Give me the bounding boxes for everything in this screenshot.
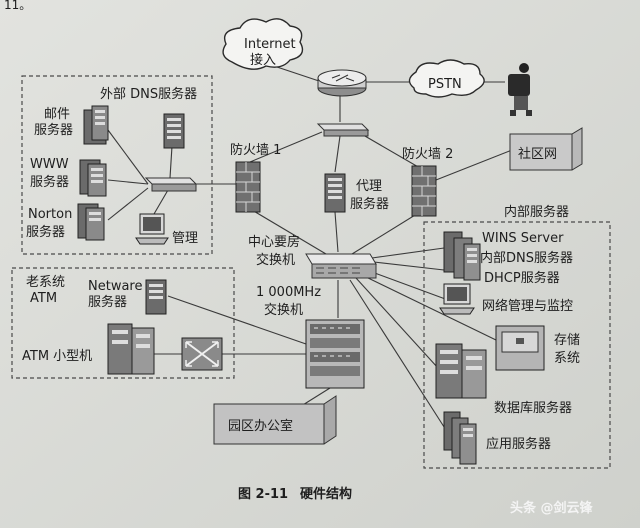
internal-servers-group <box>423 221 611 469</box>
external-dns-label: 外部 DNS服务器 <box>100 86 197 102</box>
storage-label-2: 系统 <box>554 351 580 366</box>
norton-server-label-2: 服务器 <box>26 224 65 240</box>
gig-switch-label-1: 1 000MHz <box>256 285 321 300</box>
campus-office-icon <box>213 395 337 445</box>
atm-minicomputer-icon <box>107 323 155 375</box>
community-network-icon <box>509 127 583 171</box>
dhcp-server-label: DHCP服务器 <box>484 270 560 286</box>
core-switch-icon <box>305 253 377 279</box>
internet-cloud-icon <box>222 18 304 70</box>
mail-server-label-2: 服务器 <box>34 122 73 138</box>
mail-server-label-1: 邮件 <box>44 107 70 122</box>
firewall-2-label: 防火墙 2 <box>402 146 453 162</box>
norton-server-label-1: Norton <box>28 207 72 222</box>
phone-user-icon <box>508 63 532 116</box>
internet-label: Internet <box>244 37 296 52</box>
figure-number: 图 2-11 <box>238 487 288 502</box>
legacy-system-label-1: 老系统 <box>26 275 65 290</box>
application-server-icon <box>443 411 477 465</box>
storage-system-icon <box>495 325 545 371</box>
figure-title: 硬件结构 <box>300 486 352 502</box>
gig-switch-icon <box>305 319 365 389</box>
legacy-system-group <box>11 267 235 379</box>
network-links <box>107 61 513 431</box>
wins-dns-dhcp-server-rack-icon <box>443 231 481 281</box>
application-server-label: 应用服务器 <box>486 436 551 452</box>
www-server-icon <box>79 159 107 197</box>
database-server-icon <box>435 343 487 399</box>
netware-server-icon <box>145 279 167 315</box>
gig-switch-label-2: 交换机 <box>264 302 303 318</box>
atm-switch-icon <box>181 337 223 371</box>
firewall-1-label: 防火墙 1 <box>230 142 281 158</box>
router-icon <box>317 69 367 97</box>
core-switch-label-1: 中心要房 <box>248 234 300 250</box>
internal-dns-label: 内部DNS服务器 <box>480 250 573 266</box>
management-pc-icon <box>135 213 169 245</box>
edge-switch-icon <box>316 123 370 137</box>
database-server-label: 数据库服务器 <box>494 400 572 416</box>
proxy-server-icon <box>324 173 346 213</box>
www-server-label-1: WWW <box>30 157 69 172</box>
top-fragment-text: 11。 <box>4 0 31 12</box>
proxy-label-1: 代理 <box>356 179 382 194</box>
internet-access-label: 接入 <box>250 52 276 68</box>
pstn-label: PSTN <box>428 77 462 92</box>
mail-server-icon <box>83 105 109 145</box>
network-monitor-pc-icon <box>439 283 475 315</box>
external-servers-group <box>21 75 213 255</box>
firewall-2-icon <box>411 165 437 217</box>
storage-label-1: 存储 <box>554 333 580 348</box>
internal-servers-label: 内部服务器 <box>504 204 569 220</box>
management-label: 管理 <box>172 231 198 246</box>
external-dns-server-icon <box>163 113 185 149</box>
community-network-label: 社区网 <box>518 146 557 162</box>
www-server-label-2: 服务器 <box>30 174 69 190</box>
watermark: 头条 @剑云锋 <box>510 500 594 516</box>
campus-office-label: 园区办公室 <box>228 418 293 434</box>
proxy-label-2: 服务器 <box>350 196 389 212</box>
wins-server-label: WINS Server <box>482 231 564 246</box>
pstn-cloud-icon <box>408 59 485 98</box>
core-switch-label-2: 交换机 <box>256 252 295 268</box>
norton-server-icon <box>77 203 105 241</box>
network-monitoring-label: 网络管理与监控 <box>482 298 573 314</box>
dmz-switch-icon <box>144 177 198 192</box>
firewall-1-icon <box>235 161 261 213</box>
netware-label-2: 服务器 <box>88 294 127 310</box>
atm-mini-label: ATM 小型机 <box>22 349 92 364</box>
legacy-system-label-2: ATM <box>30 291 57 306</box>
netware-label-1: Netware <box>88 279 142 294</box>
